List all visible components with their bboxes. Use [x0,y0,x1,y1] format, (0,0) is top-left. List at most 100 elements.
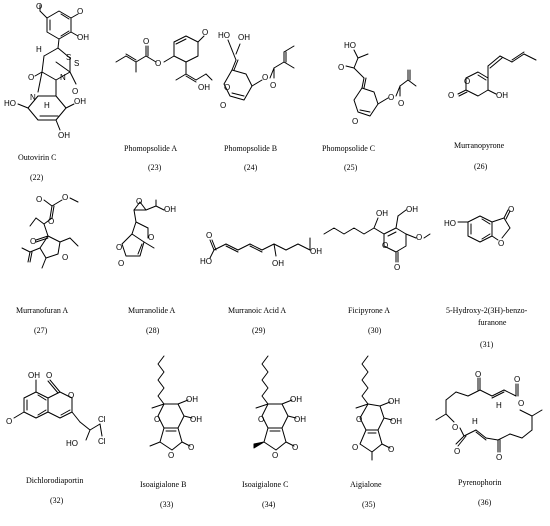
svg-text:O: O [388,93,394,102]
svg-text:O: O [352,443,358,452]
structure-phomopsolide-c: HO O O O O [338,41,417,126]
svg-text:OH: OH [272,259,284,268]
svg-text:O: O [188,443,194,452]
atom-o: O [36,2,42,11]
compound-number-34: (34) [262,500,276,509]
svg-text:O: O [116,243,122,252]
svg-text:Cl: Cl [98,437,106,446]
svg-text:O: O [292,443,298,452]
svg-text:O: O [148,233,154,242]
svg-text:O: O [168,451,174,460]
compound-number-26: (26) [474,162,488,171]
structure-dichlorodiaportin: OH O O O HO Cl Cl [6,371,106,448]
svg-text:O: O [224,83,230,92]
svg-text:H: H [44,101,50,110]
compound-name-32: Dichlorodiaportin [26,476,84,485]
structure-phomopsolide-b: HO OH O O O O [218,31,295,110]
compound-name-23: Phomopsolide A [124,144,178,153]
svg-text:O: O [72,87,78,96]
svg-text:OH: OH [198,83,210,92]
svg-text:O: O [272,451,278,460]
svg-text:OH: OH [388,397,400,406]
svg-text:O: O [352,117,358,126]
svg-text:O: O [518,399,524,408]
svg-text:OH: OH [294,415,306,424]
svg-text:O: O [62,253,68,262]
svg-text:O: O [514,375,520,384]
structure-murranopyrone: OH O O [448,51,537,100]
structure-5-hydroxy-benzofuranone: HO O O [444,205,514,248]
svg-text:S: S [66,53,71,62]
svg-text:O: O [30,237,36,246]
compound-number-31: (31) [480,340,494,349]
compound-number-25: (25) [344,163,358,172]
compound-name-33: Isoaigialone B [140,480,187,489]
compound-number-27: (27) [34,326,48,335]
svg-text:O: O [398,99,404,108]
compound-name-24: Phomopsolide B [224,144,278,153]
compound-name-31: 5-Hydroxy-2(3H)-benzo- [446,306,528,315]
compound-number-24: (24) [244,163,258,172]
svg-text:O: O [136,197,142,206]
svg-text:O: O [206,231,212,240]
svg-text:O: O [77,7,83,16]
svg-text:N: N [30,93,36,102]
compound-number-28: (28) [146,326,160,335]
compound-name-30: Ficipyrone A [348,306,390,315]
svg-text:H: H [472,417,478,426]
svg-text:O: O [6,417,12,426]
compound-name-28: Murranolide A [128,306,176,315]
svg-text:OH: OH [74,97,86,106]
compound-name-25: Phomopsolide C [322,144,376,153]
svg-text:O: O [508,205,514,214]
svg-text:H: H [496,401,502,410]
svg-text:OH: OH [77,33,89,42]
svg-text:O: O [270,81,276,90]
svg-text:O: O [394,263,400,272]
compound-name-22: Outovirin C [18,153,57,162]
structure-aigialone: OH OH O O O [352,355,402,461]
svg-text:O: O [48,217,54,226]
svg-text:OH: OH [28,371,40,380]
svg-text:OH: OH [58,131,70,140]
svg-text:HO: HO [218,31,230,40]
svg-text:O: O [496,453,502,462]
svg-text:HO: HO [4,99,16,108]
svg-text:S: S [74,59,79,68]
svg-text:O: O [258,415,264,424]
svg-text:O: O [454,447,460,456]
svg-text:Cl: Cl [98,415,106,424]
structure-murranofuran-a: O O O O O [21,193,79,269]
structure-isoaigialone-c: OH OH O O O [253,355,306,460]
svg-text:O: O [262,73,268,82]
structure-outovirin-c: O O OH H S S N O N O HO OH OH H [4,2,89,140]
svg-text:O: O [452,423,458,432]
structure-ficipyrone-a: OH OH O O O [323,205,431,272]
svg-text:O: O [338,63,344,72]
compound-name-36: Pyrenophorin [458,478,502,487]
svg-text:HO: HO [444,219,456,228]
svg-text:OH: OH [496,91,508,100]
svg-text:O: O [36,195,42,204]
svg-text:O: O [382,241,388,250]
structure-murranoic-acid-a: HO O OH OH [200,231,322,268]
compound-name-27: Murranofuran A [16,306,69,315]
compound-number-35: (35) [362,500,376,509]
svg-text:O: O [388,445,394,454]
svg-text:O: O [464,77,470,86]
svg-text:OH: OH [376,209,388,218]
svg-text:O: O [143,37,149,46]
compound-name-29: Murranoic Acid A [228,306,287,315]
compound-number-33: (33) [160,500,174,509]
svg-text:O: O [356,415,362,424]
svg-text:OH: OH [406,205,418,214]
svg-text:OH: OH [390,417,402,426]
structure-isoaigialone-b: OH OH O O O [149,355,202,460]
svg-text:O: O [498,239,504,248]
structure-pyrenophorin: O H O O O O O H [435,370,543,462]
svg-text:HO: HO [344,41,356,50]
svg-text:O: O [202,28,208,37]
compound-number-32: (32) [50,496,64,505]
svg-text:O: O [118,259,124,268]
structure-phomopsolide-a: O O O OH [115,28,213,92]
